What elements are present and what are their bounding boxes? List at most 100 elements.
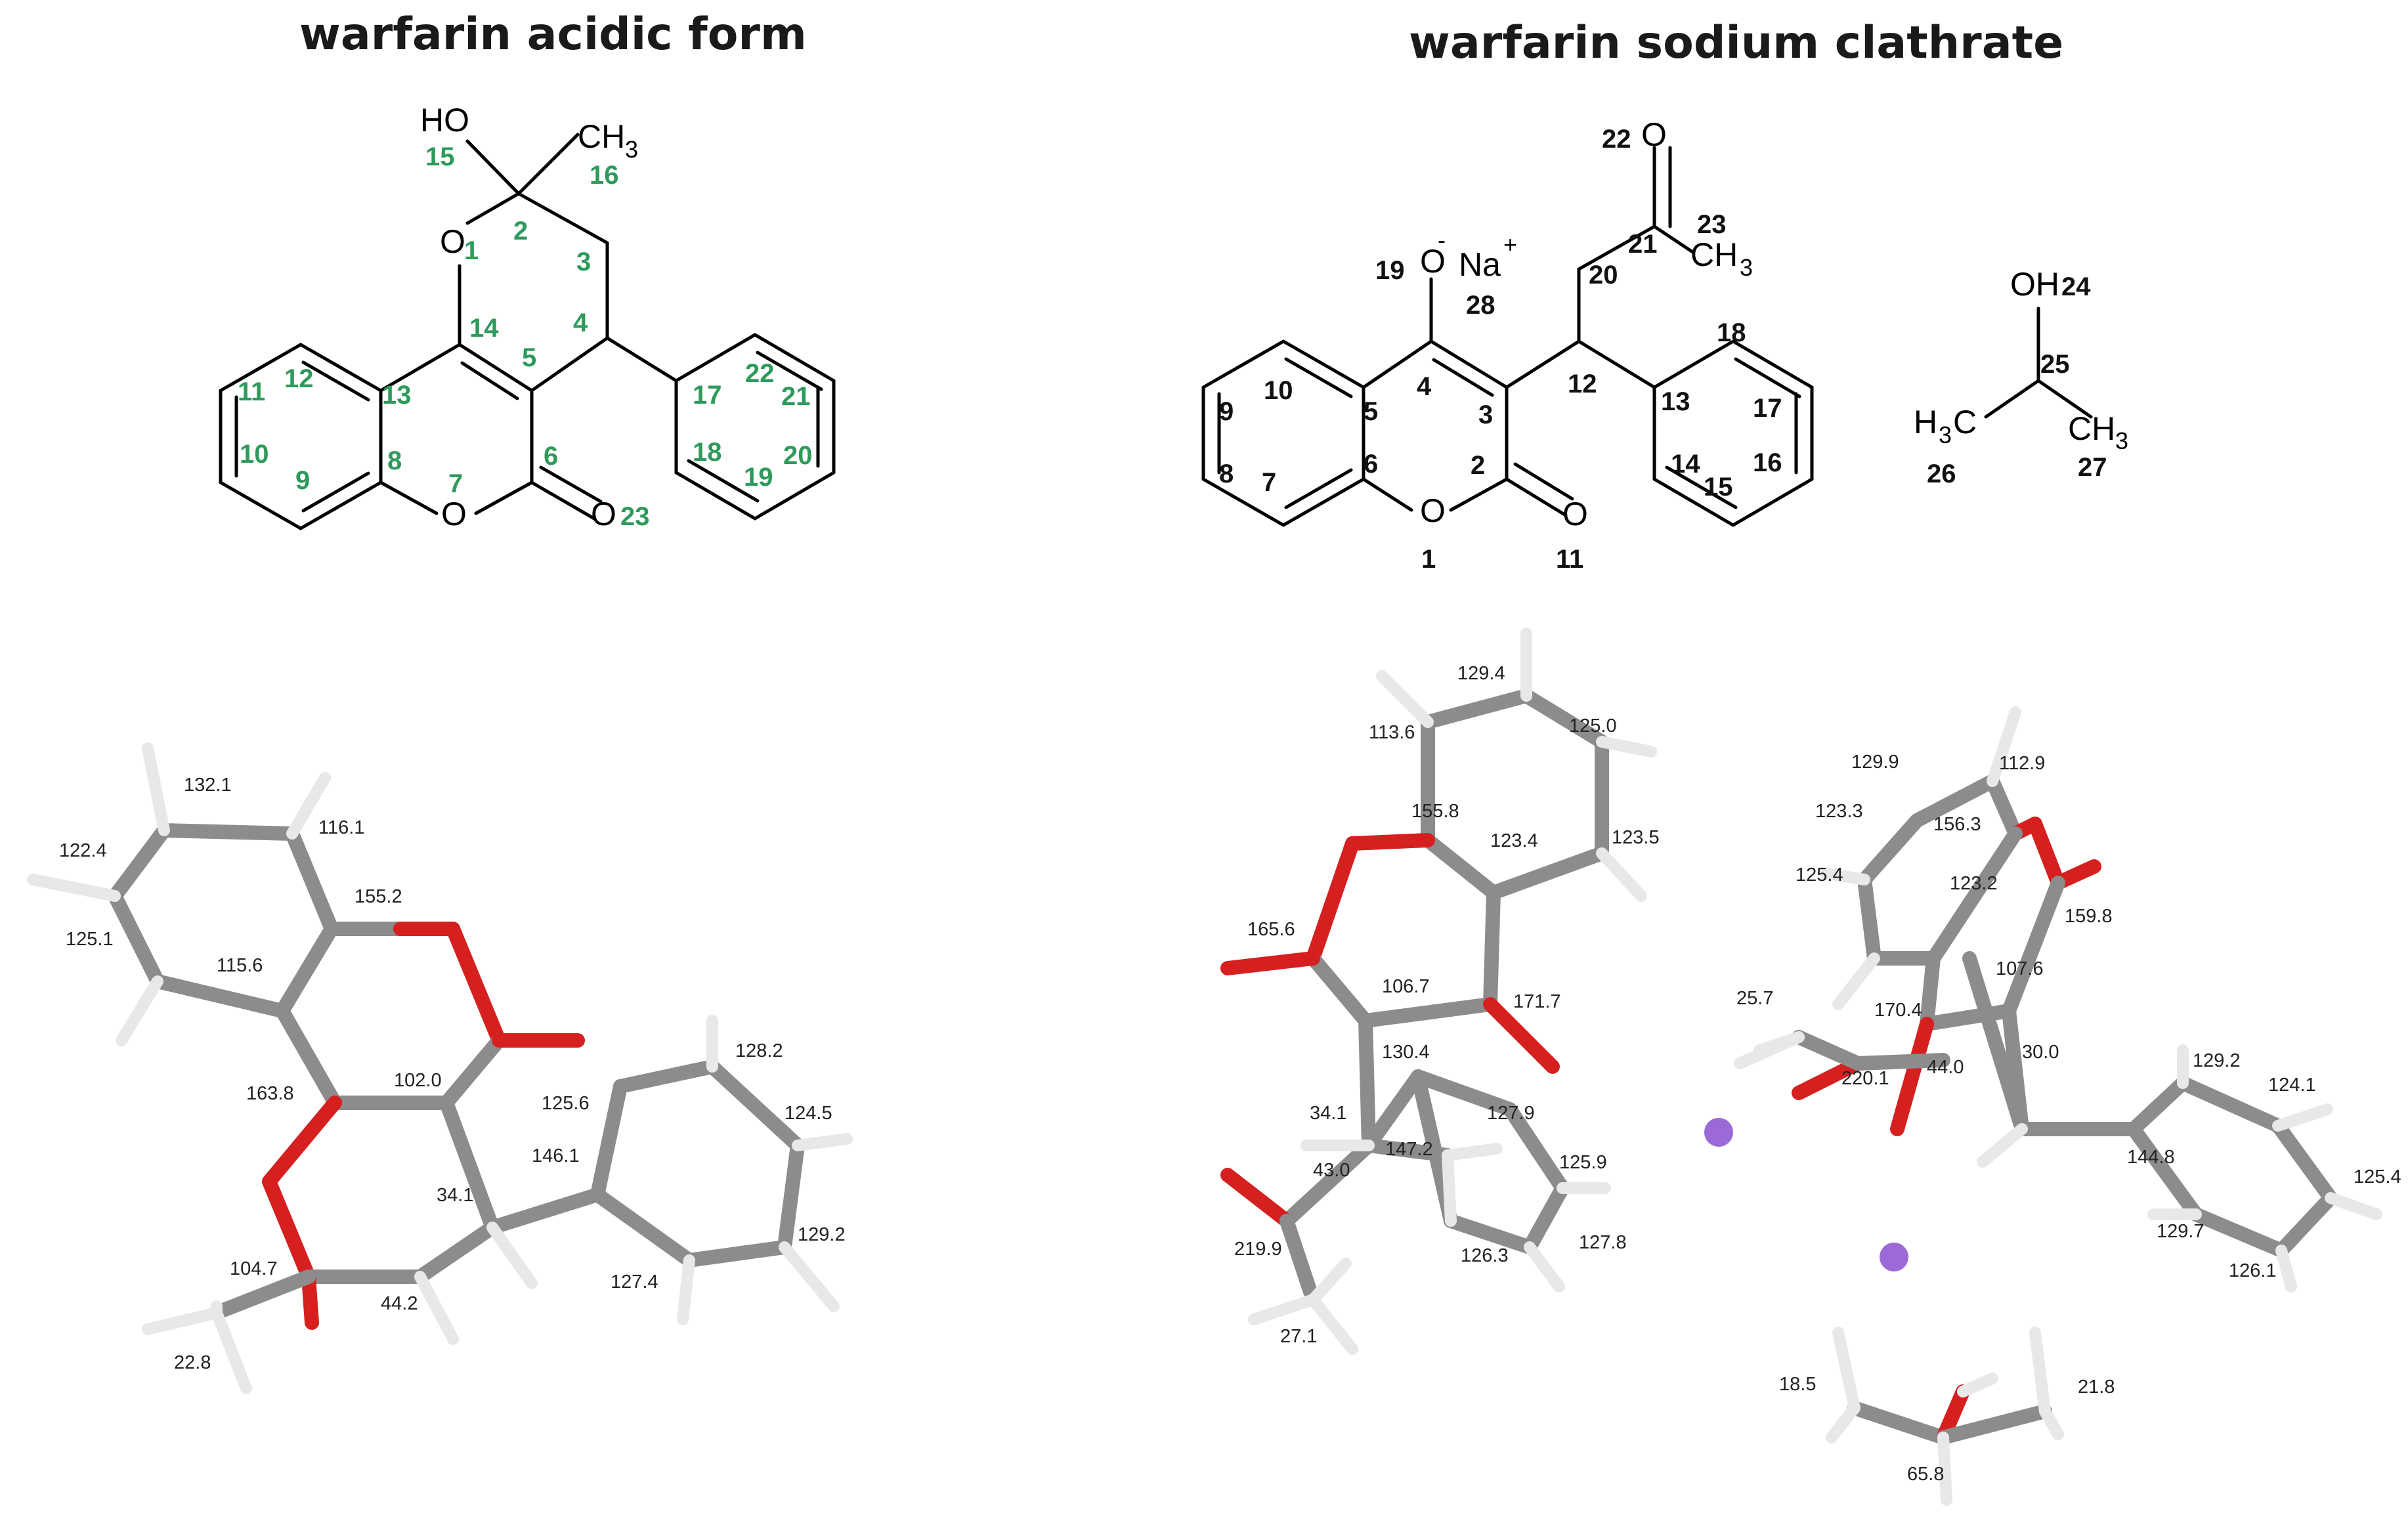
- shift-label: 170.4: [1874, 1000, 1922, 1021]
- right-2d-structure: O - Na + O CH 3 O O OH H 3 C CH 3 22 23 …: [1201, 116, 2128, 574]
- num-label: 23: [620, 502, 650, 531]
- title-right: warfarin sodium clathrate: [1409, 17, 2063, 69]
- shift-label: 125.0: [1569, 715, 1617, 736]
- num-label: 5: [1364, 397, 1378, 426]
- shift-label: 219.9: [1234, 1239, 1282, 1260]
- right-atom-numbers: 22 23 21 19 28 20 4 3 12 18 13 17 10 5 9…: [1219, 125, 2107, 574]
- num-label: 23: [1697, 210, 1727, 239]
- right-sticks-warfarin: [1220, 628, 1657, 1355]
- num-label: 24: [2061, 272, 2091, 301]
- num-label: 2: [513, 217, 528, 245]
- shift-label: 127.8: [1579, 1232, 1627, 1253]
- num-label: 21: [1628, 230, 1658, 259]
- shift-label: 123.4: [1490, 830, 1538, 851]
- right-bonds: [1201, 146, 2093, 527]
- num-label: 4: [573, 309, 588, 337]
- shift-label: 126.3: [1461, 1245, 1509, 1266]
- shift-label: 44.0: [1927, 1057, 1964, 1078]
- shift-label: 123.5: [1612, 827, 1660, 848]
- num-label: 22: [1602, 125, 1631, 154]
- num-label: 1: [1421, 545, 1436, 574]
- sodium-atom: [1880, 1243, 1908, 1271]
- num-label: 19: [1375, 256, 1405, 285]
- shift-label: 113.6: [1369, 722, 1415, 743]
- right-3d-model: 129.4 113.6 125.0 155.8 123.4 123.5 165.…: [1220, 628, 2401, 1506]
- num-label: 9: [295, 466, 310, 495]
- num-label: 21: [781, 382, 811, 411]
- shift-label: 125.6: [542, 1093, 590, 1114]
- shift-label: 65.8: [1907, 1464, 1944, 1485]
- shift-label: 129.4: [1457, 663, 1505, 684]
- num-label: 11: [1556, 545, 1583, 574]
- atom-h3c-h: H: [1914, 404, 1937, 440]
- atom-ch3-iso-sub: 3: [2115, 427, 2128, 454]
- right-sticks-second: [1734, 706, 2382, 1292]
- shift-label: 124.1: [2268, 1075, 2316, 1096]
- shift-label: 155.2: [355, 886, 402, 907]
- num-label: 16: [590, 161, 619, 190]
- num-label: 18: [1717, 318, 1746, 347]
- shift-label: 125.4: [2354, 1166, 2401, 1187]
- shift-label: 125.4: [1795, 864, 1843, 885]
- shift-label: 104.7: [230, 1258, 278, 1279]
- atom-h3c-c: C: [1953, 404, 1977, 440]
- shift-label: 122.4: [59, 840, 107, 861]
- shift-label: 106.7: [1382, 976, 1430, 997]
- shift-label: 30.0: [2022, 1042, 2059, 1063]
- atom-o11: O: [1562, 496, 1588, 532]
- num-label: 8: [387, 446, 402, 475]
- num-label: 20: [783, 441, 813, 470]
- atom-o22: O: [1641, 116, 1667, 153]
- shift-label: 43.0: [1313, 1160, 1350, 1181]
- left-3d-model: 132.1 116.1 122.4 155.2 125.1 115.6 163.…: [27, 742, 853, 1394]
- shift-label: 34.1: [437, 1185, 473, 1206]
- shift-label: 115.6: [217, 955, 263, 976]
- num-label: 12: [284, 364, 314, 393]
- shift-label: 18.5: [1779, 1374, 1816, 1395]
- shift-label: 146.1: [532, 1145, 580, 1166]
- shift-label: 107.6: [1996, 958, 2044, 979]
- num-label: 3: [576, 247, 591, 276]
- shift-label: 127.4: [611, 1271, 658, 1292]
- shift-label: 128.2: [735, 1040, 783, 1061]
- num-label: 19: [744, 463, 773, 492]
- num-label: 1: [464, 236, 479, 265]
- shift-label: 129.7: [2157, 1221, 2204, 1242]
- shift-label: 163.8: [246, 1083, 294, 1104]
- atom-h3c-sub: 3: [1939, 421, 1952, 448]
- atom-ch3-sub-right: 3: [1740, 254, 1753, 281]
- left-shift-labels: 132.1 116.1 122.4 155.2 125.1 115.6 163.…: [59, 775, 846, 1373]
- shift-label: 44.2: [381, 1293, 418, 1314]
- shift-label: 144.8: [2127, 1147, 2175, 1168]
- num-label: 28: [1466, 291, 1495, 320]
- left-2d-structure: HO CH 3 O O O 15 16 1 2 3 4 14 5 13 12 1…: [219, 102, 836, 532]
- atom-ch3-right: CH: [1690, 236, 1738, 273]
- num-label: 11: [238, 377, 265, 406]
- shift-label: 132.1: [184, 775, 232, 796]
- shift-label: 123.2: [1950, 873, 1998, 894]
- num-label: 13: [1661, 387, 1690, 416]
- shift-label: 171.7: [1513, 991, 1561, 1012]
- shift-label: 220.1: [1841, 1068, 1889, 1089]
- num-label: 22: [745, 359, 775, 388]
- shift-label: 21.8: [2078, 1376, 2115, 1397]
- shift-label: 165.6: [1247, 919, 1295, 940]
- shift-label: 102.0: [394, 1070, 442, 1091]
- shift-label: 116.1: [318, 817, 364, 838]
- shift-label: 25.7: [1736, 988, 1773, 1009]
- num-label: 14: [1671, 450, 1700, 479]
- shift-label: 22.8: [174, 1352, 211, 1373]
- left-atom-numbers: 15 16 1 2 3 4 14 5 13 12 11 10 9 8 7 6 2…: [238, 142, 813, 531]
- left-sticks: [27, 742, 853, 1394]
- atom-na-charge: +: [1503, 231, 1517, 258]
- atom-ch3-sub-left: 3: [625, 136, 638, 163]
- atom-oh: OH: [2010, 266, 2059, 303]
- right-shift-labels: 129.4 113.6 125.0 155.8 123.4 123.5 165.…: [1234, 663, 2401, 1485]
- num-label: 25: [2040, 350, 2070, 379]
- num-label: 18: [693, 438, 722, 467]
- num-label: 10: [1264, 376, 1293, 405]
- shift-label: 129.2: [2193, 1050, 2241, 1071]
- num-label: 10: [240, 440, 269, 469]
- shift-label: 129.2: [798, 1224, 846, 1245]
